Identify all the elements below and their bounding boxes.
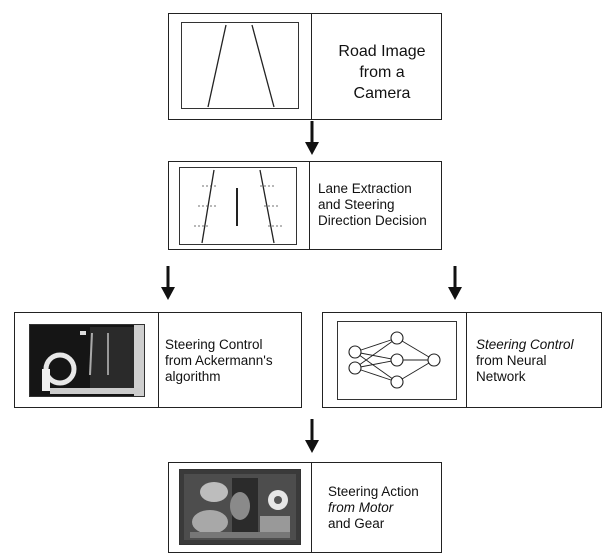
lane-detection-icon (194, 169, 284, 244)
down-arrow-icon (161, 266, 175, 300)
lane-label-line-1: Lane Extraction (318, 181, 412, 196)
lane-label: Lane Extraction and Steering Direction D… (318, 181, 427, 229)
neural-divider (466, 313, 467, 407)
camera-label-line-2: from a Camera (353, 64, 411, 102)
ackermann-photo (29, 324, 145, 397)
neural-network-icon (348, 331, 441, 389)
neural-label-line-2: from Neural (476, 353, 547, 368)
action-label: Steering Action from Motor and Gear (328, 484, 419, 532)
lane-label-line-3: Direction Decision (318, 213, 427, 228)
ackermann-label-line-3: algorithm (165, 369, 221, 384)
lane-divider (309, 162, 310, 249)
down-arrow-icon (305, 121, 319, 155)
ackermann-label: Steering Control from Ackermann's algori… (165, 337, 273, 385)
neural-label-line-3: Network (476, 369, 526, 384)
action-label-line-1: Steering Action (328, 484, 419, 499)
camera-box: Road Image from a Camera (168, 13, 442, 120)
down-arrow-icon (305, 419, 319, 453)
road-lane-icon (207, 24, 275, 108)
camera-label: Road Image from a Camera (332, 41, 432, 104)
steering-action-photo (179, 469, 301, 545)
lane-extraction-box: Lane Extraction and Steering Direction D… (168, 161, 442, 250)
action-label-line-2: from Motor (328, 500, 394, 515)
ackermann-divider (158, 313, 159, 407)
neural-label-line-1: Steering Control (476, 337, 574, 352)
road-image-thumbnail (181, 22, 299, 109)
neural-network-diagram (337, 321, 457, 400)
steering-action-box: Steering Action from Motor and Gear (168, 462, 442, 553)
down-arrow-icon (448, 266, 462, 300)
lane-label-line-2: and Steering (318, 197, 395, 212)
action-divider (311, 463, 312, 552)
camera-label-line-1: Road Image (338, 43, 426, 60)
lane-extraction-thumbnail (179, 167, 297, 245)
neural-label: Steering Control from Neural Network (476, 337, 574, 385)
neural-network-box: Steering Control from Neural Network (322, 312, 602, 408)
ackermann-box: Steering Control from Ackermann's algori… (14, 312, 302, 408)
ackermann-label-line-2: from Ackermann's (165, 353, 273, 368)
ackermann-label-line-1: Steering Control (165, 337, 263, 352)
action-label-line-3: and Gear (328, 516, 385, 531)
camera-divider (311, 14, 312, 119)
